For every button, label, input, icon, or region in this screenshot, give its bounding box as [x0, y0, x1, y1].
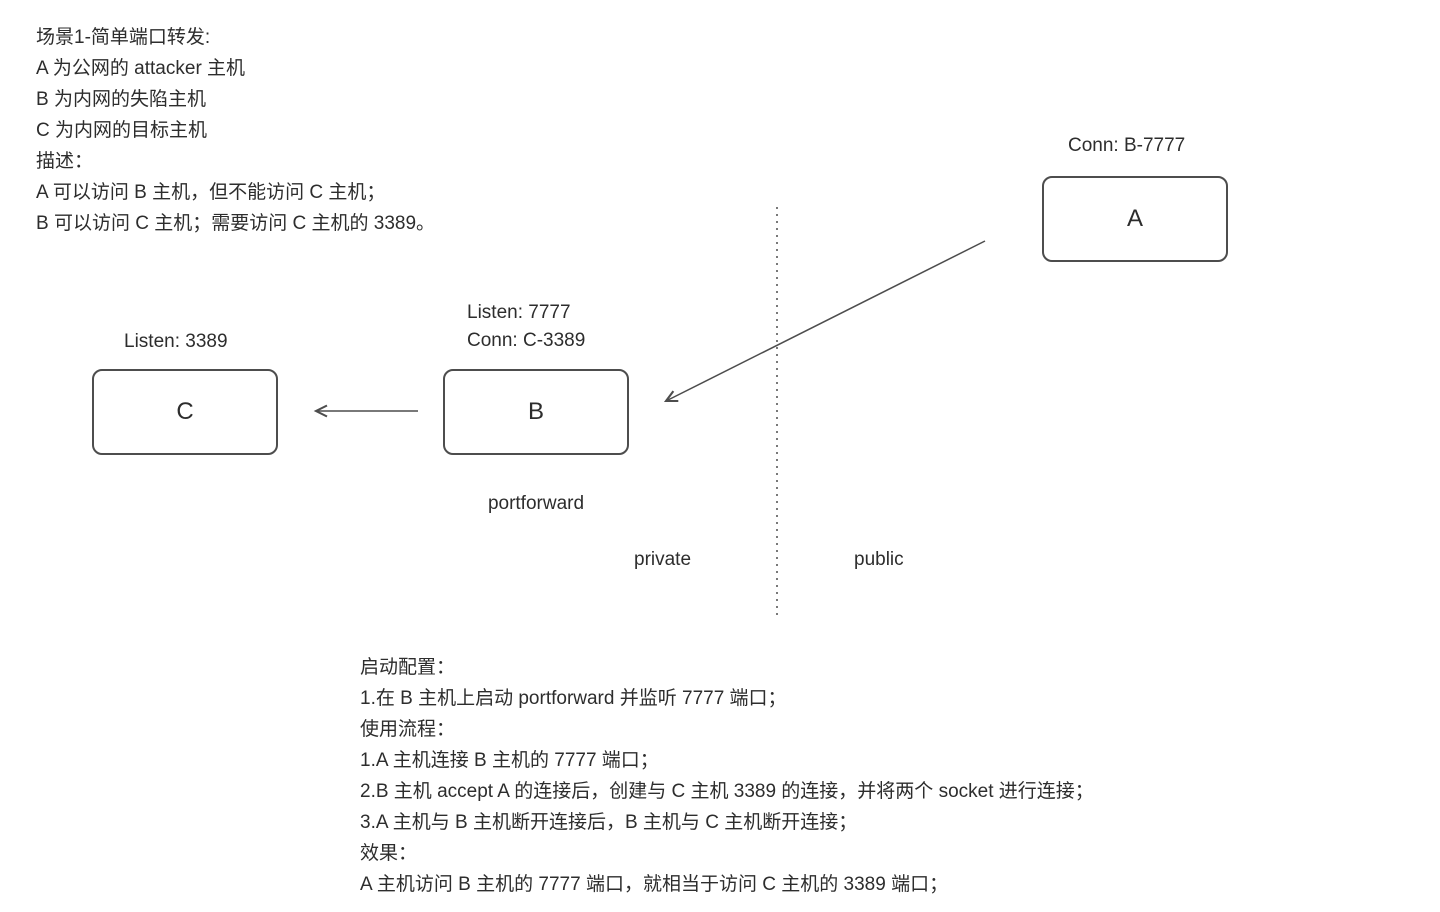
intro-line: 场景1-简单端口转发: — [36, 27, 211, 48]
intro-line: B 可以访问 C 主机；需要访问 C 主机的 3389。 — [36, 213, 436, 234]
arrow-a-to-b — [663, 240, 986, 403]
public-zone-label: public — [854, 549, 904, 570]
node-a-label: A — [1126, 205, 1143, 232]
notes-line: 2.B 主机 accept A 的连接后，创建与 C 主机 3389 的连接，并… — [360, 781, 1094, 802]
node-a-box: A — [1042, 176, 1228, 262]
node-a-annotation: Conn: B-7777 — [1068, 135, 1186, 156]
usage-notes: 启动配置： 1.在 B 主机上启动 portforward 并监听 7777 端… — [360, 652, 1094, 900]
node-c-annotation: Listen: 3389 — [124, 331, 228, 352]
node-b-listen-label: Listen: 7777 — [467, 302, 571, 323]
notes-line: 1.A 主机连接 B 主机的 7777 端口； — [360, 750, 659, 771]
portforward-caption: portforward — [487, 493, 585, 514]
intro-line: A 可以访问 B 主机，但不能访问 C 主机； — [36, 182, 386, 203]
scenario-description: 场景1-简单端口转发: A 为公网的 attacker 主机 B 为内网的失陷主… — [36, 22, 435, 239]
private-zone-label: private — [634, 549, 692, 570]
node-b-box: B — [443, 369, 629, 455]
notes-line: 效果： — [360, 843, 418, 864]
node-c-box: C — [92, 369, 278, 455]
notes-line: 1.在 B 主机上启动 portforward 并监听 7777 端口； — [360, 688, 787, 709]
notes-line: 3.A 主机与 B 主机断开连接后，B 主机与 C 主机断开连接； — [360, 812, 858, 833]
intro-line: 描述： — [36, 151, 94, 172]
intro-line: B 为内网的失陷主机 — [36, 89, 206, 110]
notes-line: A 主机访问 B 主机的 7777 端口，就相当于访问 C 主机的 3389 端… — [360, 874, 949, 895]
notes-line: 启动配置： — [360, 657, 456, 678]
node-b-annotation: Listen: 7777 Conn: C-3389 — [467, 299, 585, 355]
intro-line: A 为公网的 attacker 主机 — [36, 58, 246, 79]
node-b-conn-label: Conn: C-3389 — [467, 330, 586, 351]
node-b-label: B — [527, 398, 544, 425]
node-c-label: C — [176, 398, 194, 425]
intro-line: C 为内网的目标主机 — [36, 120, 208, 141]
notes-line: 使用流程： — [360, 719, 456, 740]
